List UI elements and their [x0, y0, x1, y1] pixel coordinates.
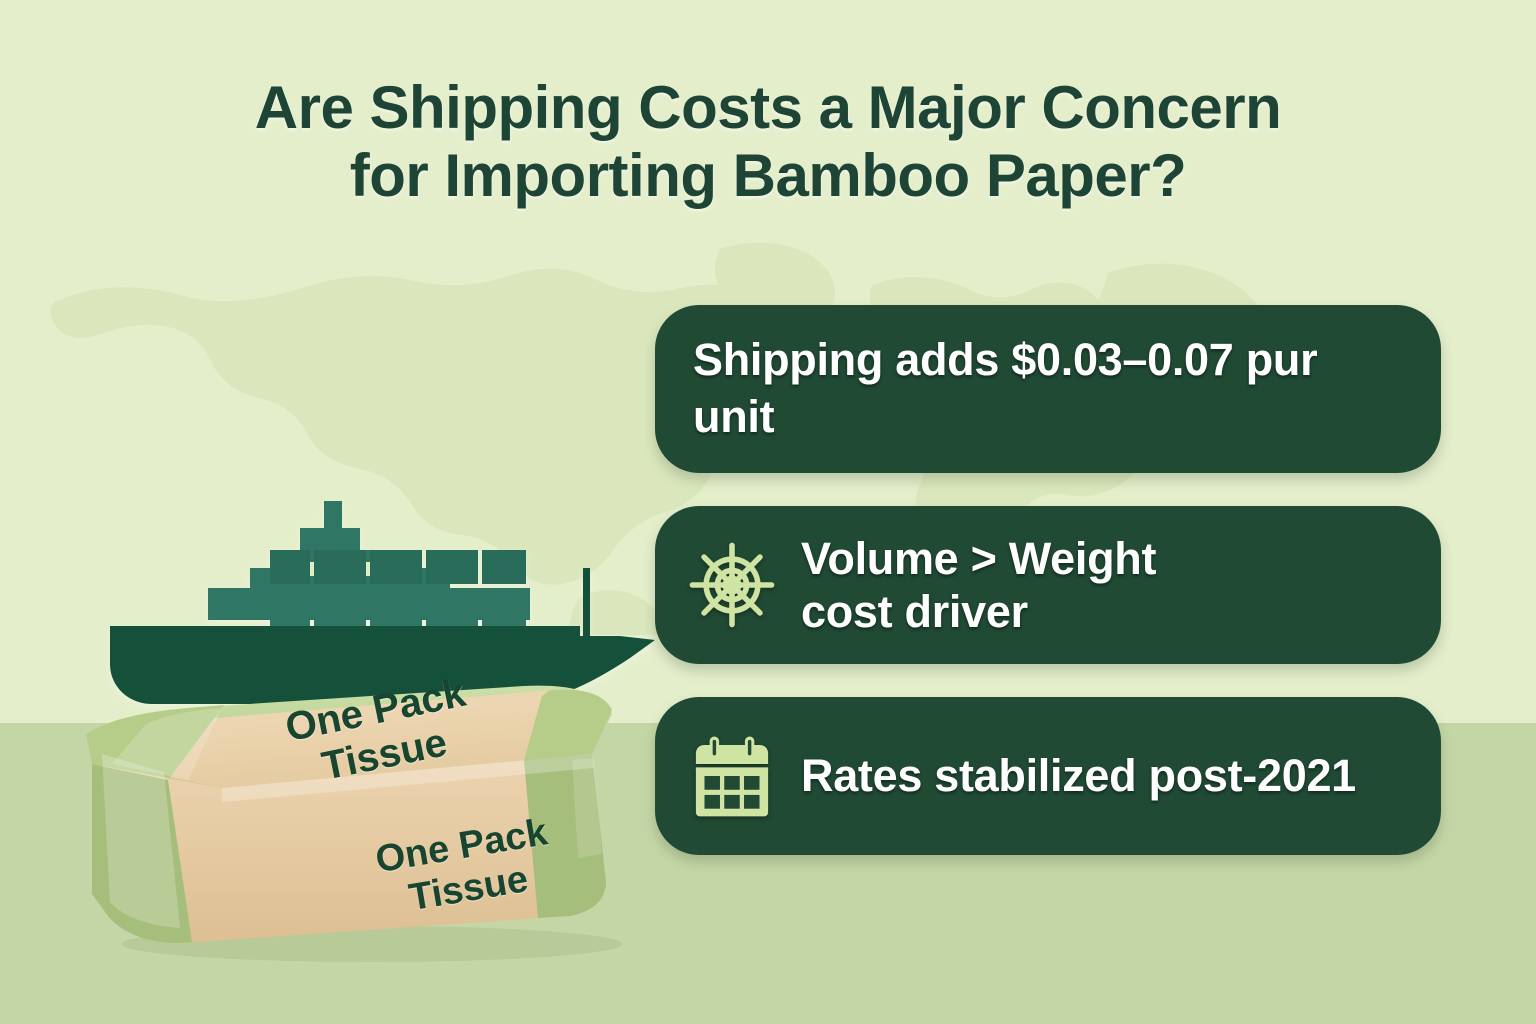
- fact-card-rates-stabilized[interactable]: Rates stabilized post-2021: [655, 697, 1441, 855]
- ship-wheel-icon: [689, 542, 775, 628]
- calendar-icon: [689, 733, 775, 819]
- page-title: Are Shipping Costs a Major Concern for I…: [0, 74, 1536, 210]
- fact-card-shipping-cost-label: Shipping adds $0.03–0.07 pur unit: [693, 334, 1318, 442]
- page-title-line-2: for Importing Bamboo Paper?: [349, 141, 1187, 209]
- fact-card-shipping-cost[interactable]: Shipping adds $0.03–0.07 pur unit: [655, 305, 1441, 473]
- fact-card-list: Shipping adds $0.03–0.07 pur unit: [655, 305, 1441, 855]
- container-ship-icon: [110, 468, 655, 733]
- page-title-line-1: Are Shipping Costs a Major Concern: [254, 74, 1282, 141]
- tissue-pack-icon: [72, 668, 642, 968]
- fact-card-rates-stabilized-label: Rates stabilized post-2021: [801, 750, 1356, 802]
